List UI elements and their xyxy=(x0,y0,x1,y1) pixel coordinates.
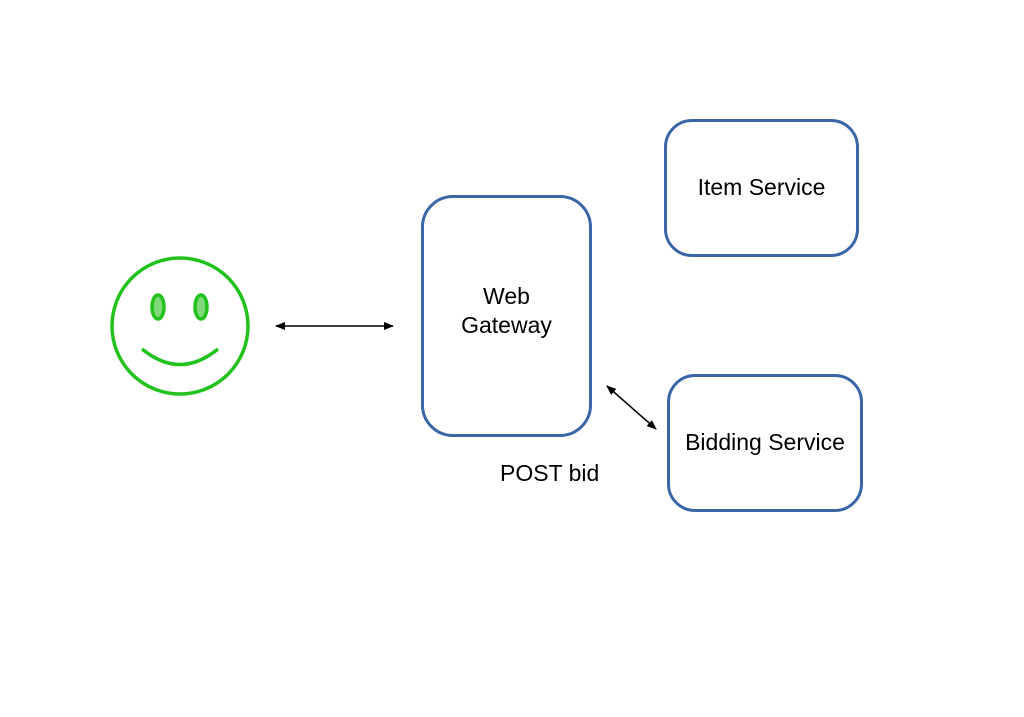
bidding-service-box: Bidding Service xyxy=(667,374,863,512)
item-service-box: Item Service xyxy=(664,119,859,257)
bidding-service-label: Bidding Service xyxy=(685,428,845,455)
smiley-face-outline xyxy=(110,256,250,396)
smiley-mouth xyxy=(140,347,220,367)
post-bid-edge-label: POST bid xyxy=(500,460,600,486)
web-gateway-label-line1: Web xyxy=(483,283,530,309)
web-gateway-label: Web Gateway xyxy=(461,282,552,340)
gateway-bidding-arrow xyxy=(606,385,657,430)
smiley-face-icon xyxy=(110,256,250,396)
web-gateway-box: Web Gateway xyxy=(421,195,592,437)
web-gateway-label-line2: Gateway xyxy=(461,312,552,338)
smiley-right-eye xyxy=(193,293,209,321)
smiley-left-eye xyxy=(150,293,166,321)
item-service-label: Item Service xyxy=(697,173,826,200)
